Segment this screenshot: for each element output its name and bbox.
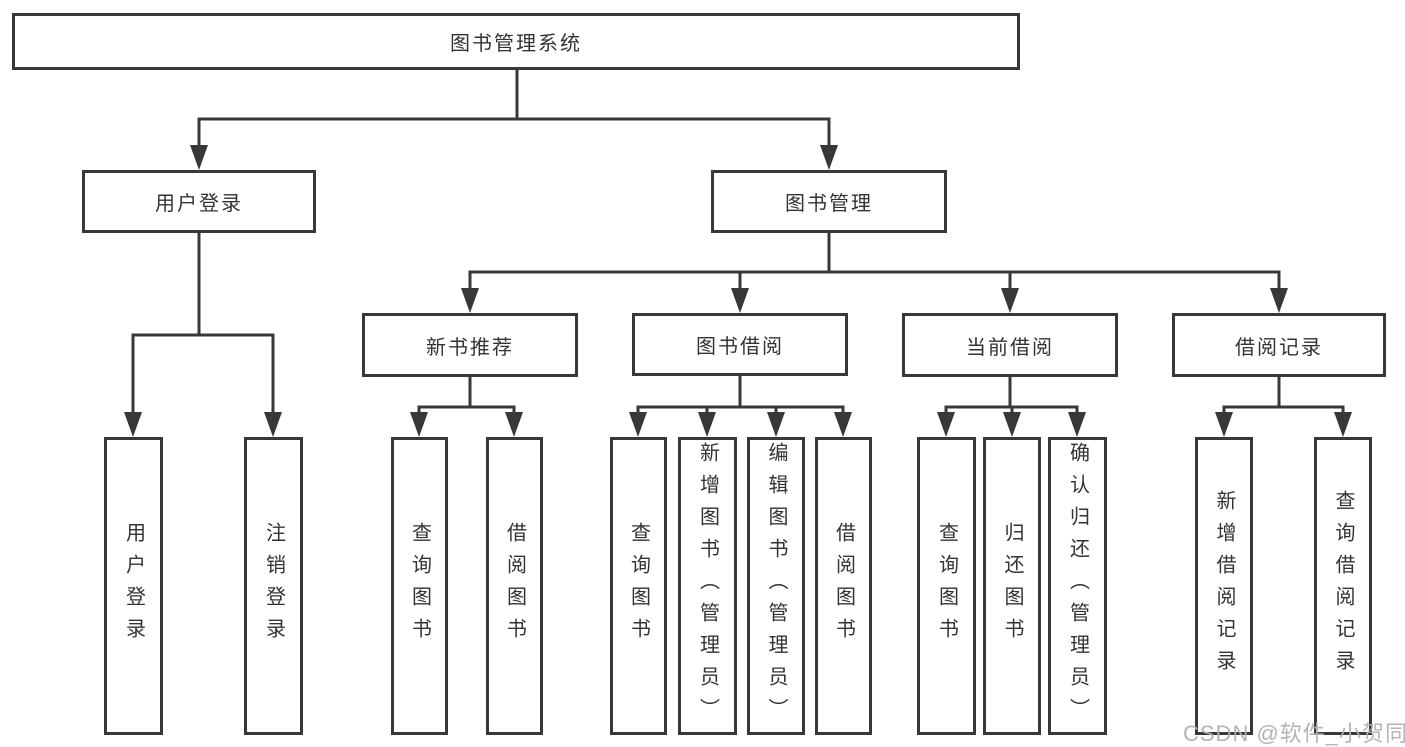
node-label: 图书管理 — [785, 193, 873, 215]
leaf-query-books-recommend: 查询图书 — [391, 437, 448, 735]
node-label: 借阅图书 — [503, 522, 526, 650]
csdn-watermark: CSDN @软件_小贺同学 — [1183, 721, 1405, 746]
leaf-query-borrow-record: 查询借阅记录 — [1314, 437, 1372, 735]
leaf-query-books-current: 查询图书 — [917, 437, 976, 735]
node-label: 确认归还（管理员） — [1066, 442, 1089, 730]
node-user-login: 用户登录 — [82, 170, 316, 233]
node-label: 查询图书 — [408, 522, 431, 650]
node-label: 借阅图书 — [832, 522, 855, 650]
leaf-borrow-books-recommend: 借阅图书 — [486, 437, 543, 735]
node-label: 查询图书 — [627, 522, 650, 650]
leaf-query-books-borrowing: 查询图书 — [610, 437, 667, 735]
node-label: 图书借阅 — [696, 336, 784, 358]
node-label: 用户登录 — [155, 193, 243, 215]
node-label: 查询图书 — [935, 522, 958, 650]
leaf-user-login: 用户登录 — [104, 437, 163, 735]
leaf-add-book-admin: 新增图书（管理员） — [678, 437, 737, 735]
leaf-edit-book-admin: 编辑图书（管理员） — [747, 437, 805, 735]
node-label: 新增图书（管理员） — [696, 442, 719, 730]
node-library-management-system: 图书管理系统 — [12, 13, 1020, 70]
leaf-borrow-books-borrowing: 借阅图书 — [815, 437, 872, 735]
node-label: 用户登录 — [122, 522, 145, 650]
leaf-logout: 注销登录 — [244, 437, 303, 735]
node-label: 查询借阅记录 — [1332, 490, 1354, 682]
node-label: 图书管理系统 — [450, 33, 582, 55]
leaf-confirm-return-admin: 确认归还（管理员） — [1048, 437, 1107, 735]
node-book-management: 图书管理 — [711, 170, 947, 233]
node-label: 归还图书 — [1001, 522, 1023, 650]
node-borrowing-records: 借阅记录 — [1172, 313, 1386, 377]
node-label: 当前借阅 — [966, 336, 1054, 359]
node-label: 注销登录 — [262, 522, 285, 650]
node-current-borrowing: 当前借阅 — [902, 313, 1118, 377]
node-book-borrowing: 图书借阅 — [632, 313, 848, 376]
node-label: 新书推荐 — [426, 336, 514, 359]
node-label: 新增借阅记录 — [1213, 490, 1235, 682]
leaf-return-books: 归还图书 — [983, 437, 1041, 735]
node-label: 借阅记录 — [1235, 336, 1323, 359]
leaf-add-borrow-record: 新增借阅记录 — [1195, 437, 1253, 735]
node-new-book-recommendation: 新书推荐 — [362, 313, 578, 377]
node-label: 编辑图书（管理员） — [765, 442, 787, 730]
